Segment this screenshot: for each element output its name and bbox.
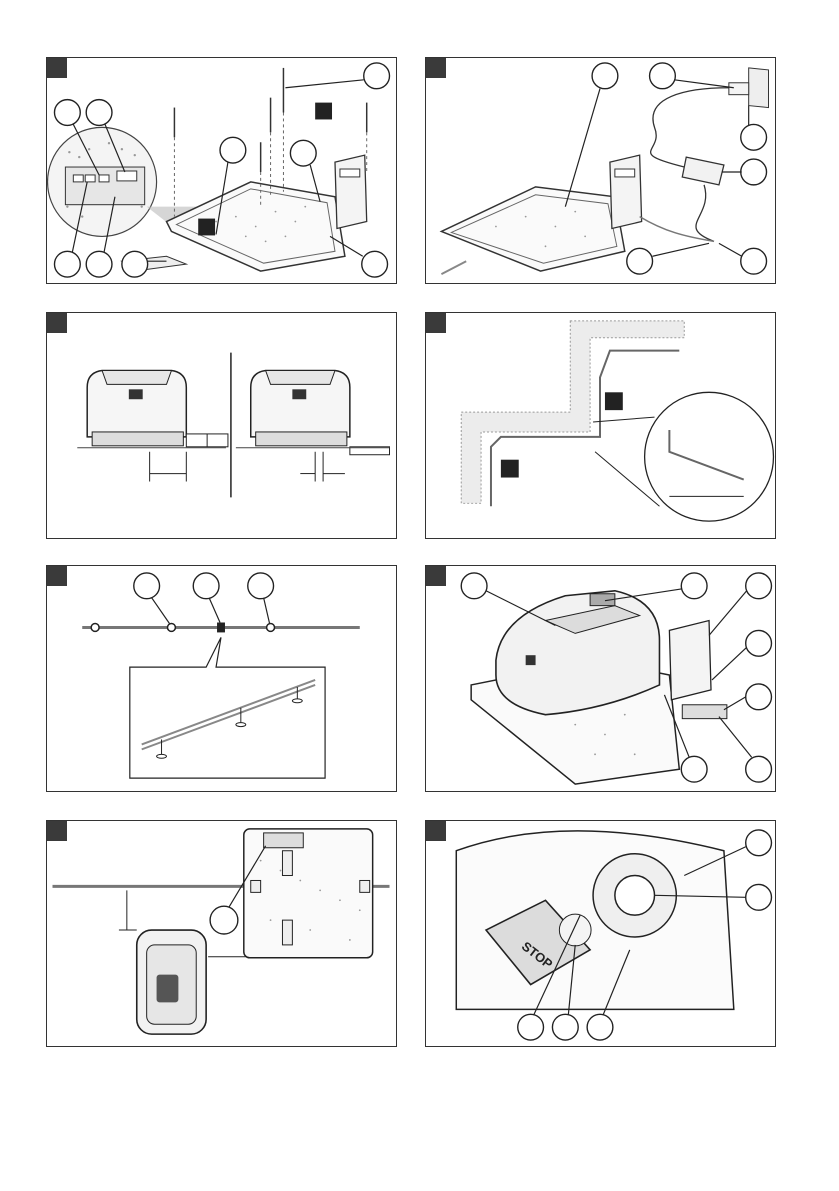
figure-5-drawing [47, 566, 396, 791]
figure-8-drawing: STOP [426, 821, 775, 1046]
figure-panel-3 [46, 312, 397, 539]
mower-top-view [137, 930, 206, 1034]
figure-1-drawing [47, 58, 396, 283]
figure-panel-4 [425, 312, 776, 539]
figure-panel-5 [46, 565, 397, 792]
figure-3-drawing [47, 313, 396, 538]
figure-4-drawing [426, 313, 775, 538]
mower-front-left [87, 370, 186, 445]
figure-panel-8: STOP [425, 820, 776, 1047]
mower-front-right [251, 370, 350, 445]
figure-panel-1 [46, 57, 397, 284]
figure-panel-6 [425, 565, 776, 792]
figure-panel-2 [425, 57, 776, 284]
figure-2-drawing [426, 58, 775, 283]
figure-6-drawing [426, 566, 775, 791]
figure-7-drawing [47, 821, 396, 1046]
figure-panel-7 [46, 820, 397, 1047]
